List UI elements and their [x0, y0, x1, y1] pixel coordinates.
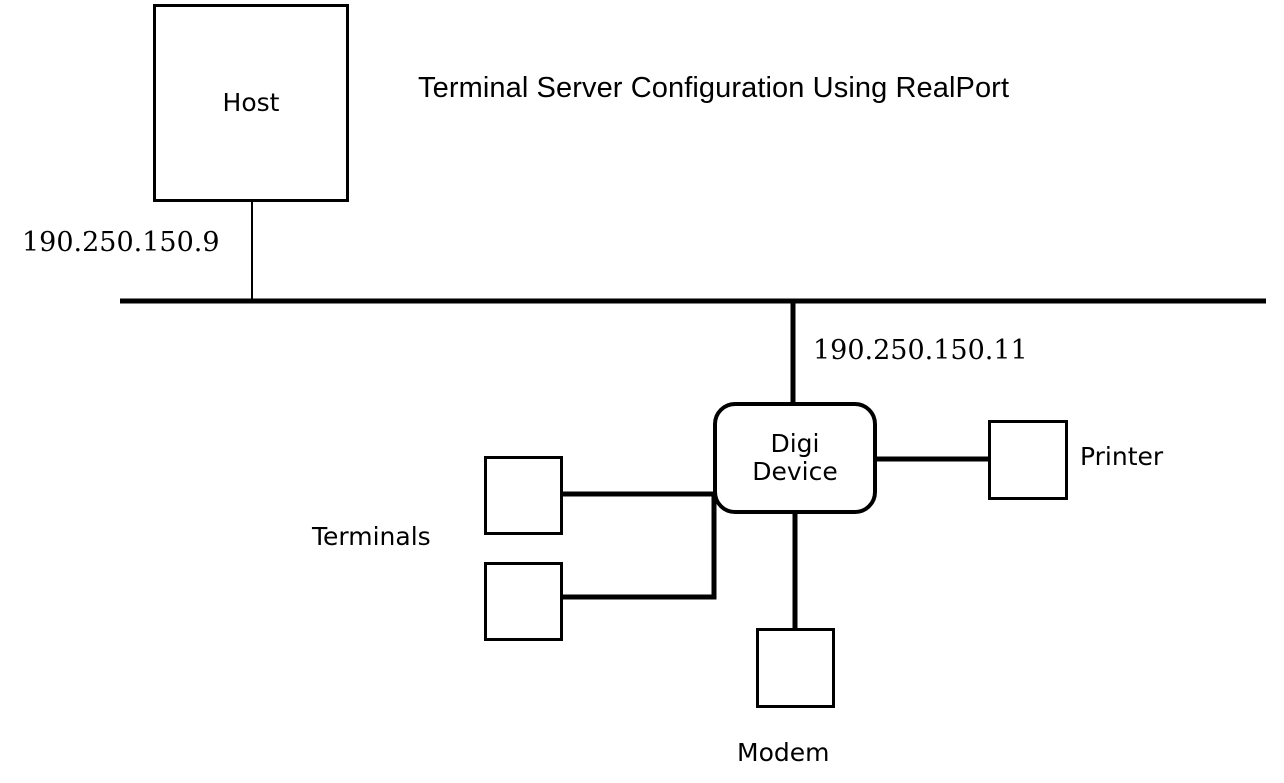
- node-digi-device[interactable]: Digi Device: [713, 402, 877, 514]
- node-terminal-top[interactable]: [484, 456, 563, 535]
- modem-label: Modem: [737, 738, 830, 767]
- node-digi-device-label: Digi Device: [752, 429, 838, 486]
- node-printer[interactable]: [988, 420, 1068, 500]
- node-host-label: Host: [222, 88, 280, 117]
- terminals-label: Terminals: [312, 522, 431, 551]
- node-host[interactable]: Host: [153, 4, 349, 202]
- node-modem[interactable]: [756, 628, 835, 708]
- node-terminal-bottom[interactable]: [484, 562, 563, 641]
- host-ip-label: 190.250.150.9: [22, 227, 220, 258]
- digi-ip-label: 190.250.150.11: [813, 335, 1028, 366]
- terminal-bottom-to-digi-line: [561, 494, 717, 600]
- printer-label: Printer: [1080, 442, 1164, 471]
- diagram-title: Terminal Server Configuration Using Real…: [418, 72, 1010, 104]
